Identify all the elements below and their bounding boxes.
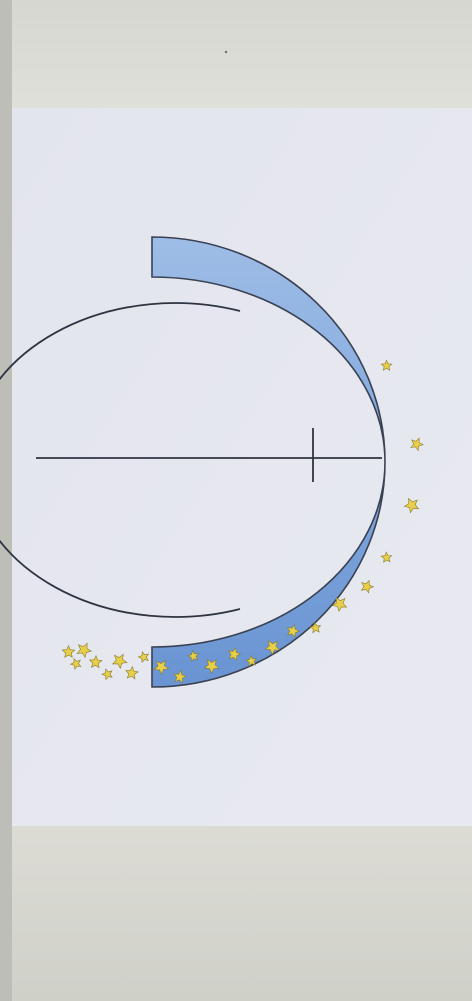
paper-sheet (12, 108, 472, 826)
table-surface-bottom (0, 825, 472, 1001)
table-surface-top (0, 0, 472, 110)
table-speck (225, 51, 227, 53)
left-frame-edge (0, 0, 12, 1001)
